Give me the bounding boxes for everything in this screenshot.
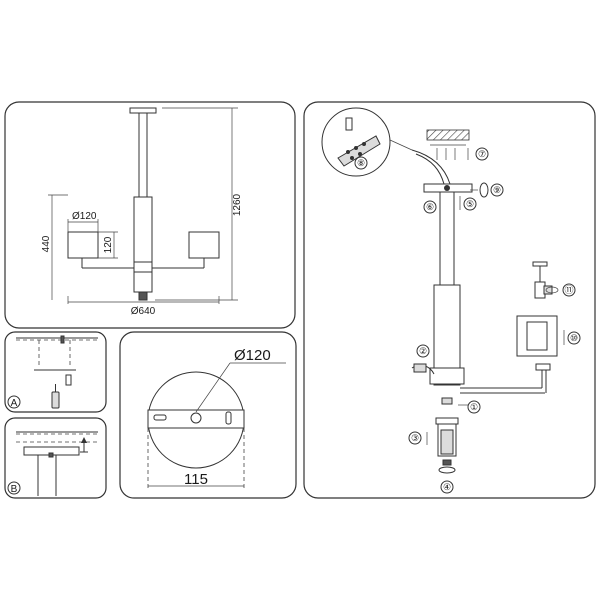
finial-nut — [438, 466, 456, 474]
magnifier-leader — [389, 139, 413, 151]
step-a-anchor — [65, 374, 72, 386]
terminal-screw-3 — [362, 142, 366, 146]
step-a-mount-point — [60, 335, 65, 344]
step-9-label: ⑨ — [493, 185, 501, 195]
bulb-ring — [543, 285, 553, 295]
terminal-screw-2 — [354, 146, 358, 150]
dim-shade-diameter: Ø120 — [72, 211, 97, 222]
step-10-badge — [567, 331, 581, 345]
step-b-label: B — [11, 484, 18, 495]
dim-shade-height: 120 — [103, 236, 114, 253]
step-11-badge — [562, 283, 576, 297]
step-1-label: ① — [470, 402, 478, 412]
step-4-badge — [440, 480, 454, 494]
step-b-up-arrow-icon — [81, 437, 87, 443]
arm-socket-cap — [535, 363, 551, 371]
step-7-label: ⑦ — [478, 149, 486, 159]
step-b-badge — [7, 481, 21, 495]
step-a-frame — [4, 331, 107, 413]
step-6-label: ⑥ — [426, 202, 434, 212]
lower-collar — [435, 417, 459, 425]
terminal-screw-1 — [346, 150, 350, 154]
diameter-leader — [195, 362, 231, 413]
step-10-label: ⑩ — [570, 333, 578, 343]
step-5-badge — [463, 197, 477, 211]
assembly-ring — [429, 367, 465, 385]
assembly-shade-inner — [526, 321, 548, 351]
central-body — [133, 196, 153, 263]
screwdriver-icon — [51, 391, 60, 409]
step-b-panel: B — [4, 417, 107, 499]
step-3-badge — [408, 431, 422, 445]
dimensions-panel: 1260 440 Ø120 120 Ø640 — [4, 101, 296, 329]
step-b-screw-icon — [80, 448, 88, 453]
central-body-lower — [133, 271, 153, 293]
step-9-badge — [490, 183, 504, 197]
step-7-badge — [475, 147, 489, 161]
assembly-panel: ⑧ ⑦ ⑨ ⑥ ⑤ ② — [303, 101, 596, 499]
wire-bundle-2 — [415, 153, 445, 185]
canopy-panel: Ø120 115 — [119, 331, 297, 499]
step-6-badge — [423, 200, 437, 214]
dim-height-total: 1260 — [232, 193, 243, 216]
step-8-label: ⑧ — [357, 158, 365, 168]
ceiling-hatch — [426, 129, 470, 141]
dim-span: Ø640 — [131, 306, 156, 317]
central-ring — [133, 261, 153, 273]
step-1-nut — [441, 397, 453, 405]
shade-right — [188, 231, 220, 259]
shade-left — [67, 231, 99, 259]
step-1-badge — [467, 400, 481, 414]
step-5-label: ⑤ — [466, 199, 474, 209]
terminal-screw-4 — [350, 156, 354, 160]
step-a-badge — [7, 395, 21, 409]
wire-plug — [345, 117, 353, 131]
step-3-label: ③ — [411, 433, 419, 443]
step-a-panel: A — [4, 331, 107, 413]
wire-bundle — [411, 149, 451, 185]
step-2-connector — [413, 363, 427, 373]
terminal-screw-5 — [358, 152, 362, 156]
plate-center-hole — [190, 412, 202, 424]
plate-slot-left — [153, 414, 167, 421]
plate-slot-right — [225, 411, 232, 425]
ceiling-canopy — [129, 107, 157, 114]
step-11-label: ⑪ — [564, 285, 573, 295]
bulb-cap — [532, 261, 548, 267]
step-4-label: ④ — [443, 482, 451, 492]
step-9-nut-icon — [479, 182, 489, 198]
lower-cylinder-inner — [440, 429, 454, 455]
step-8-badge — [354, 156, 368, 170]
finial-top — [442, 459, 452, 466]
step-b-screw — [48, 452, 54, 458]
step-11-rotate-icon — [545, 286, 559, 294]
step-2-label: ② — [419, 346, 427, 356]
canopy-diameter: Ø120 — [234, 347, 271, 364]
step-a-label: A — [11, 398, 18, 409]
canopy-center-nut — [444, 185, 450, 191]
canopy-hole-spacing: 115 — [184, 471, 208, 488]
dim-height-arms: 440 — [41, 235, 52, 252]
bottom-finial — [138, 291, 148, 301]
step-2-badge — [416, 344, 430, 358]
